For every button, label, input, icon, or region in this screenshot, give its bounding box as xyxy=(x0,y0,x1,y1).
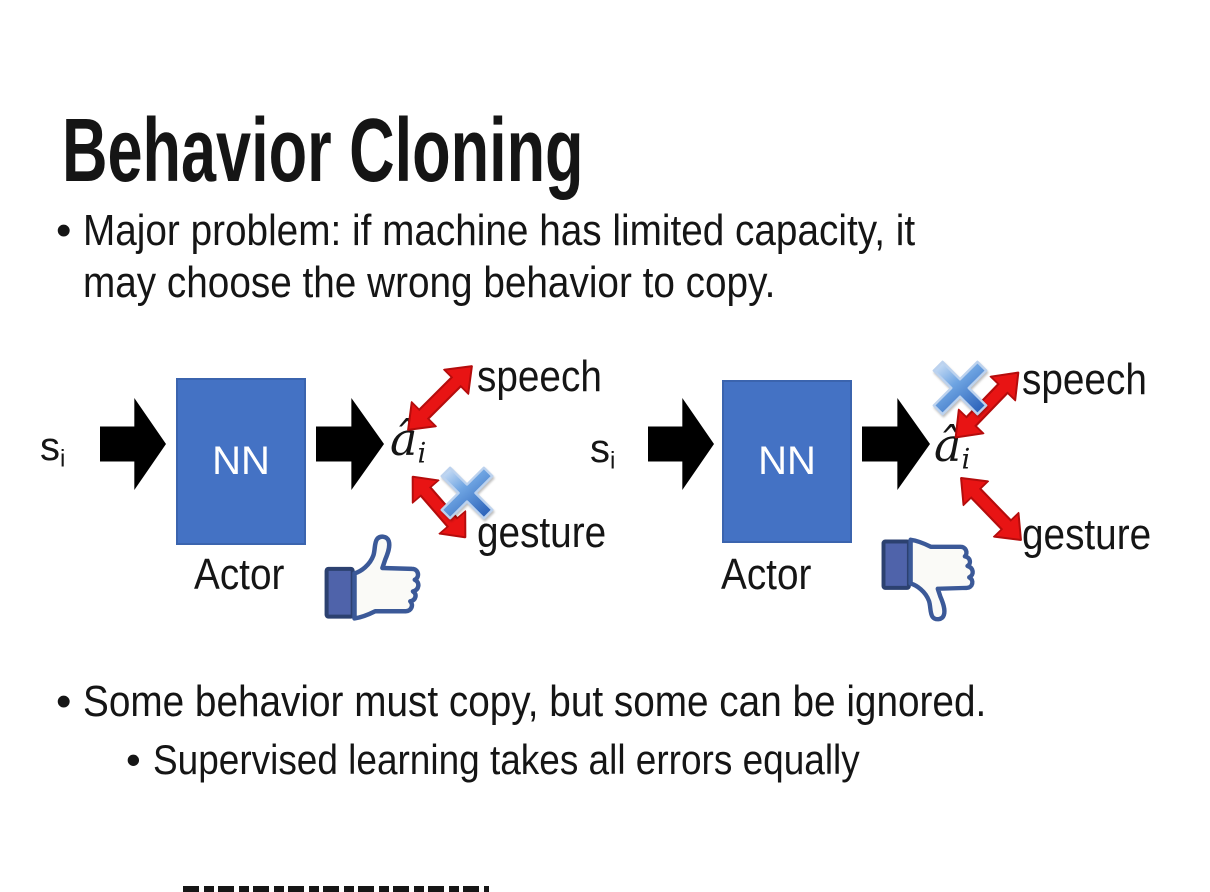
black-right-arrow-icon xyxy=(862,398,930,490)
nn-box: NN xyxy=(722,380,852,543)
page-title-text: Behavior Cloning xyxy=(62,101,584,202)
bullet-text: Major problem: if machine has limited ca… xyxy=(83,205,915,309)
thumbs-down-icon xyxy=(880,530,985,630)
red-double-headed-arrow-icon xyxy=(395,353,485,443)
bullet-marker: • xyxy=(56,677,72,726)
cut-off-text-strip xyxy=(183,886,489,892)
state-input-label: si xyxy=(40,425,66,473)
bullet-text: Supervised learning takes all errors equ… xyxy=(152,736,860,783)
bullet-some-behavior: • Some behavior must copy, but some can … xyxy=(56,676,1110,728)
actor-label: Actor xyxy=(721,550,812,599)
blue-cross-icon xyxy=(932,360,988,416)
gesture-label: gesture xyxy=(1022,510,1152,559)
bullet-marker: • xyxy=(126,736,141,783)
nn-box: NN xyxy=(176,378,306,545)
speech-label: speech xyxy=(1022,355,1147,404)
gesture-label: gesture xyxy=(477,508,607,557)
nn-label: NN xyxy=(758,439,816,483)
bullet-text: Some behavior must copy, but some can be… xyxy=(83,677,987,726)
bullet-major-problem: • Major problem: if machine has limited … xyxy=(56,205,1029,309)
thumbs-up-icon xyxy=(320,532,434,622)
sub-bullet-supervised-learning: • Supervised learning takes all errors e… xyxy=(126,736,956,784)
black-right-arrow-icon xyxy=(648,398,714,490)
bullet-marker: • xyxy=(56,206,72,255)
actor-label: Actor xyxy=(194,550,285,599)
speech-label: speech xyxy=(477,352,602,401)
behavior-diagram-right: si NN âi speech gesture Actor xyxy=(545,340,1210,655)
black-right-arrow-icon xyxy=(100,398,166,490)
bullet-line-2: may choose the wrong behavior to copy. xyxy=(83,258,776,307)
bullet-line-1: Major problem: if machine has limited ca… xyxy=(83,206,916,255)
black-right-arrow-icon xyxy=(316,398,384,490)
behavior-diagram-left: si NN âi speech gesture Actor xyxy=(0,340,665,655)
nn-label: NN xyxy=(212,439,270,483)
state-input-label: si xyxy=(590,427,616,475)
page-title: Behavior Cloning xyxy=(62,106,807,196)
